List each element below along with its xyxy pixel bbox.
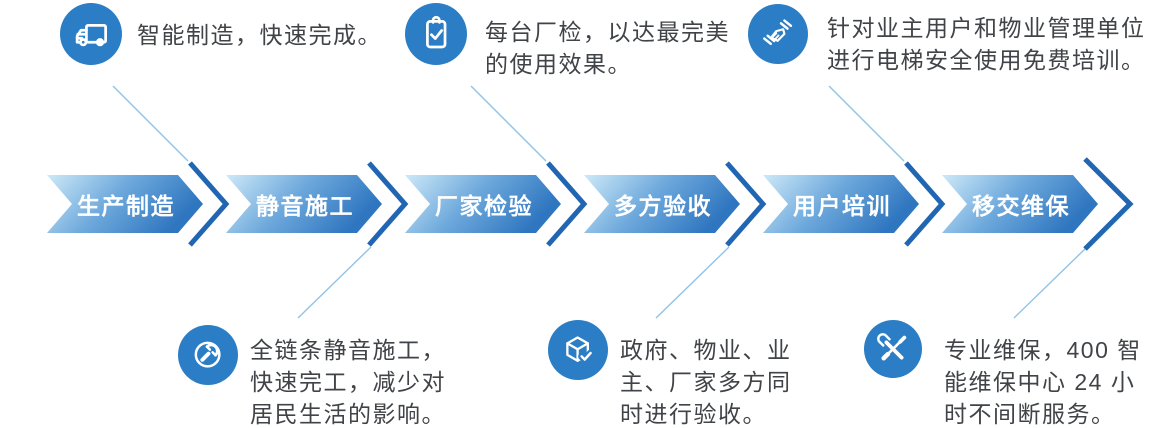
note-line: 专业维保，400 智 (944, 337, 1142, 363)
note-line: 全链条静音施工， (250, 337, 446, 363)
handshake-icon (763, 19, 793, 46)
note-icon-circle (748, 4, 808, 64)
note-line: 能维保中心 24 小 (944, 369, 1136, 395)
note-icon-circle (178, 325, 238, 385)
step-label-silent-build: 静音施工 (256, 193, 354, 219)
note-icon-circle (405, 3, 467, 65)
connector-line-top-1 (112, 85, 189, 162)
note-line: 快速完工，减少对 (250, 369, 446, 395)
chevron-separator-6 (1083, 157, 1134, 251)
note-line: 针对业主用户和物业管理单位 (827, 15, 1146, 41)
connector-line-top-3 (828, 85, 905, 162)
note-icon-circle (864, 320, 922, 378)
step-arrow-5 (763, 175, 919, 233)
chevron-separator-3 (546, 161, 588, 247)
note-line: 每台厂检，以达最完美 (485, 19, 730, 45)
note-icon-circle (60, 3, 122, 65)
note-line: 主、厂家多方同 (620, 369, 792, 395)
connector-line-top-2 (470, 85, 547, 162)
connector-line-bottom-1 (297, 246, 372, 319)
separator-chevrons (188, 157, 1134, 251)
note-line: 时进行验收。 (620, 401, 767, 427)
note-text-top-1: 智能制造，快速完成。 (137, 20, 382, 50)
step-arrow-4 (584, 175, 740, 233)
step-label-training: 用户培训 (793, 193, 891, 219)
step-arrow-2 (226, 175, 382, 233)
note-text-bottom-1: 全链条静音施工， 快速完工，减少对 居民生活的影响。 (250, 334, 446, 428)
step-arrow-1 (47, 175, 203, 233)
clipboard-check-icon (425, 15, 447, 49)
connector-line-bottom-3 (1013, 246, 1088, 319)
note-text-bottom-2: 政府、物业、业 主、厂家多方同 时进行验收。 (620, 334, 792, 428)
note-icon-circle (548, 320, 608, 380)
chevron-separator-4 (725, 161, 767, 247)
cube-check-icon (566, 336, 595, 364)
wrench-circle-icon (194, 341, 222, 369)
truck-icon (75, 23, 107, 47)
chevron-separator-5 (904, 161, 946, 247)
note-text-top-3: 针对业主用户和物业管理单位 进行电梯安全使用免费培训。 (827, 12, 1146, 76)
step-label-maintenance: 移交维保 (972, 193, 1070, 219)
step-label-acceptance: 多方验收 (614, 193, 712, 219)
note-line: 时不间断服务。 (944, 401, 1116, 427)
step-arrow-3 (405, 175, 561, 233)
note-line: 政府、物业、业 (620, 337, 792, 363)
chevron-separator-2 (367, 161, 409, 247)
note-line: 居民生活的影响。 (250, 401, 446, 427)
step-label-inspection: 厂家检验 (435, 193, 533, 219)
connector-lines (112, 85, 1088, 319)
step-arrow-6 (942, 175, 1098, 233)
connector-line-bottom-2 (655, 246, 730, 319)
note-line: 的使用效果。 (485, 51, 632, 77)
step-arrows (47, 175, 1098, 233)
note-line: 智能制造，快速完成。 (137, 22, 382, 48)
note-text-top-2: 每台厂检，以达最完美 的使用效果。 (485, 16, 730, 80)
step-label-production: 生产制造 (77, 193, 175, 219)
note-text-bottom-3: 专业维保，400 智 能维保中心 24 小 时不间断服务。 (944, 334, 1142, 428)
note-line: 进行电梯安全使用免费培训。 (827, 47, 1146, 73)
crossed-tools-icon (877, 333, 907, 361)
chevron-separator-1 (188, 161, 230, 247)
